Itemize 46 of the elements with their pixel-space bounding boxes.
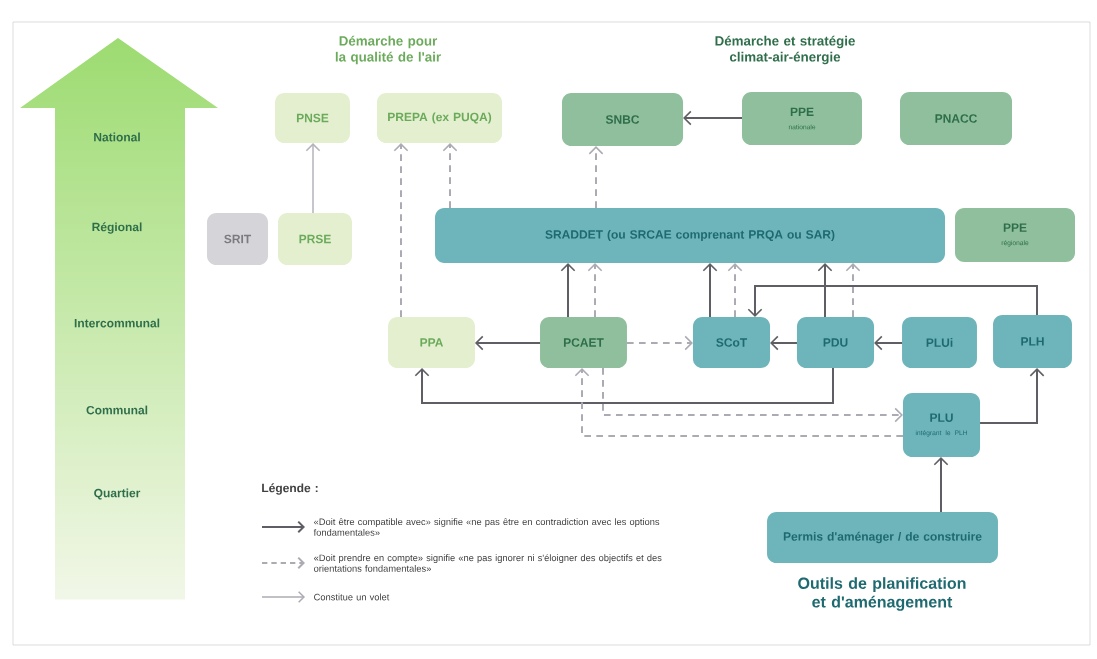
legend-text: «Doit être compatible avec» signifie «ne pas être en contradiction avec les options fondamentales» bbox=[313, 518, 660, 536]
level-label: Intercommunal bbox=[74, 318, 160, 328]
plan-box: SNBC bbox=[561, 92, 684, 147]
plan-box: PNSE bbox=[275, 93, 350, 143]
plan-box: SRADDET (ou SRCAE comprenant PRQA ou SAR) bbox=[435, 208, 945, 263]
arrow bbox=[474, 335, 542, 351]
level-label: Régional bbox=[92, 222, 142, 234]
plan-box: PRSE bbox=[278, 213, 352, 265]
arrow bbox=[845, 262, 861, 319]
plan-box: PCAET bbox=[540, 317, 627, 368]
arrow bbox=[979, 368, 1045, 424]
arrow bbox=[817, 262, 833, 319]
arrow bbox=[588, 146, 604, 210]
plan-box: PDU bbox=[796, 317, 875, 368]
arrow bbox=[602, 366, 903, 423]
plan-box: SRIT bbox=[206, 213, 269, 265]
group-heading: Démarche pour la qualité de l'air bbox=[335, 35, 441, 65]
plan-box: PPA bbox=[388, 317, 475, 368]
arrow bbox=[587, 262, 603, 319]
level-label: Quartier bbox=[94, 488, 141, 500]
plan-box: PLUi bbox=[902, 317, 977, 368]
group-heading: Démarche et stratégie climat-air-énergie bbox=[715, 35, 855, 65]
arrow bbox=[625, 335, 693, 351]
level-label: National bbox=[94, 132, 140, 142]
plan-box: PLH bbox=[993, 314, 1072, 369]
plan-box: SCoT bbox=[692, 317, 771, 368]
arrow bbox=[442, 143, 458, 210]
legend-text: «Doit prendre en compte» signifie «ne pas ignorer ni s'éloigner des objectifs et des orientations fondamentales» bbox=[314, 554, 662, 572]
legend-text: Constitue un volet bbox=[314, 593, 390, 601]
arrow bbox=[683, 110, 743, 126]
level-label: Communal bbox=[86, 405, 148, 415]
arrow bbox=[874, 335, 904, 351]
arrow bbox=[414, 366, 834, 404]
plan-box: Permis d'aménager / de construire bbox=[767, 512, 998, 563]
arrow bbox=[727, 262, 743, 319]
arrow bbox=[574, 367, 904, 437]
plan-box: PNACC bbox=[900, 91, 1012, 146]
arrow bbox=[560, 262, 576, 319]
legend-title: Légende : bbox=[262, 483, 318, 495]
arrow bbox=[770, 335, 798, 351]
arrow bbox=[933, 457, 949, 514]
plan-box: PREPA (ex PUQA) bbox=[376, 93, 503, 143]
arrow bbox=[393, 143, 409, 319]
arrow bbox=[747, 285, 1038, 318]
arrow bbox=[305, 143, 321, 214]
arrow bbox=[702, 262, 718, 319]
